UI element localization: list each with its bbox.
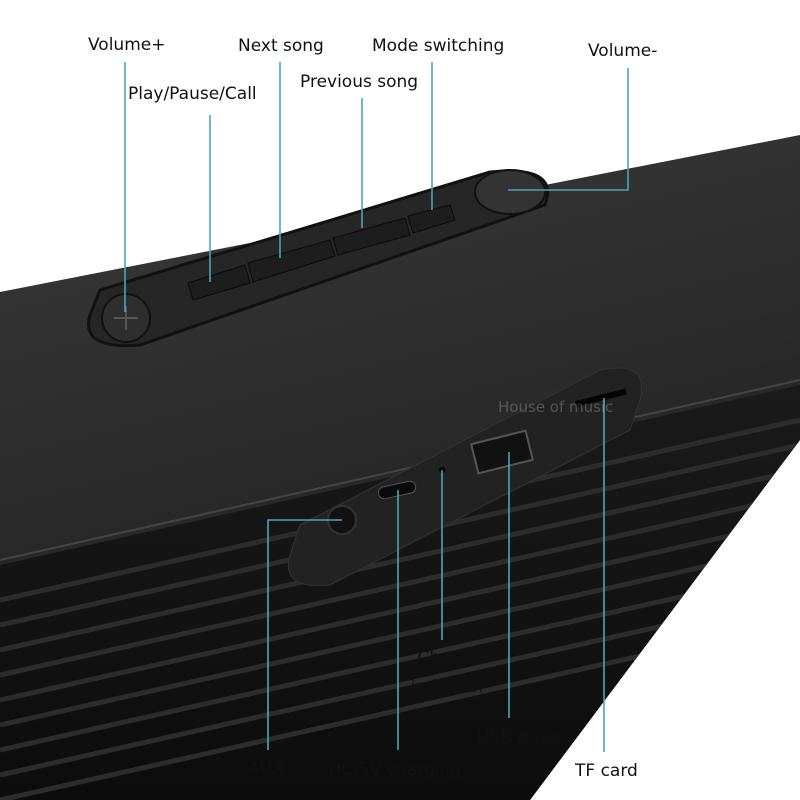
usb-port: [469, 429, 535, 475]
tf-card-slot: [575, 388, 627, 407]
label-volume-plus: Volume+: [88, 35, 166, 55]
watermark: House of music: [498, 398, 614, 416]
label-play-pause-call: Play/Pause/Call: [128, 84, 257, 104]
label-dc-charging: DC/5V charging: [328, 760, 461, 780]
volume-minus-button[interactable]: [474, 169, 546, 215]
play-pause-button[interactable]: [187, 264, 251, 301]
mode-button[interactable]: [407, 204, 456, 234]
label-tf-card: TF card: [575, 761, 638, 781]
label-aux: AUX: [248, 759, 284, 779]
label-charge-indicator-line2: indicator: [410, 677, 486, 697]
previous-song-button[interactable]: [332, 217, 411, 256]
callout-lines: [124, 62, 629, 752]
label-next-song: Next song: [238, 36, 324, 56]
label-charge-indicator: Charge indicator: [400, 648, 496, 697]
label-mode-switching: Mode switching: [372, 36, 505, 56]
label-usb-drive: USB drive: [477, 728, 561, 748]
port-panel: [288, 367, 642, 587]
label-charge-indicator-line1: Charge: [417, 648, 479, 668]
label-volume-minus: Volume-: [588, 41, 658, 61]
label-previous-song: Previous song: [300, 72, 419, 92]
next-song-button[interactable]: [247, 239, 336, 283]
